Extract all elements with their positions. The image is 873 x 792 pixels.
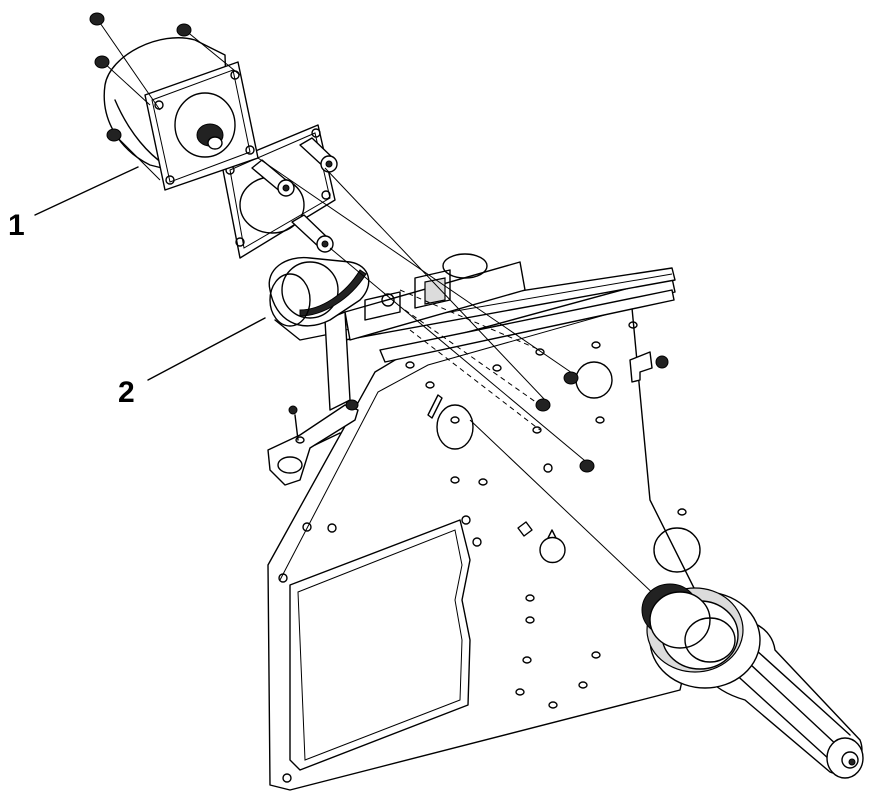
callout-1: 1 — [8, 166, 139, 242]
top-rail — [341, 267, 676, 363]
plate-clip — [629, 351, 669, 383]
callout-2-label: 2 — [118, 376, 135, 409]
frame-screws — [492, 348, 595, 473]
plate-cutout — [289, 519, 471, 771]
callout-2-leader — [147, 317, 266, 381]
stepper-motor — [103, 37, 259, 191]
plate-large-hole — [653, 527, 701, 573]
motor-screws — [89, 12, 241, 181]
drive-belt — [268, 256, 370, 341]
lever-arm — [267, 399, 359, 486]
callout-2: 2 — [118, 317, 266, 409]
motor-bracket — [324, 253, 526, 411]
callout-1-leader — [34, 166, 139, 216]
assembly-guide-lines — [257, 157, 661, 601]
callout-1-label: 1 — [8, 209, 25, 242]
roller-spindle — [641, 583, 864, 779]
